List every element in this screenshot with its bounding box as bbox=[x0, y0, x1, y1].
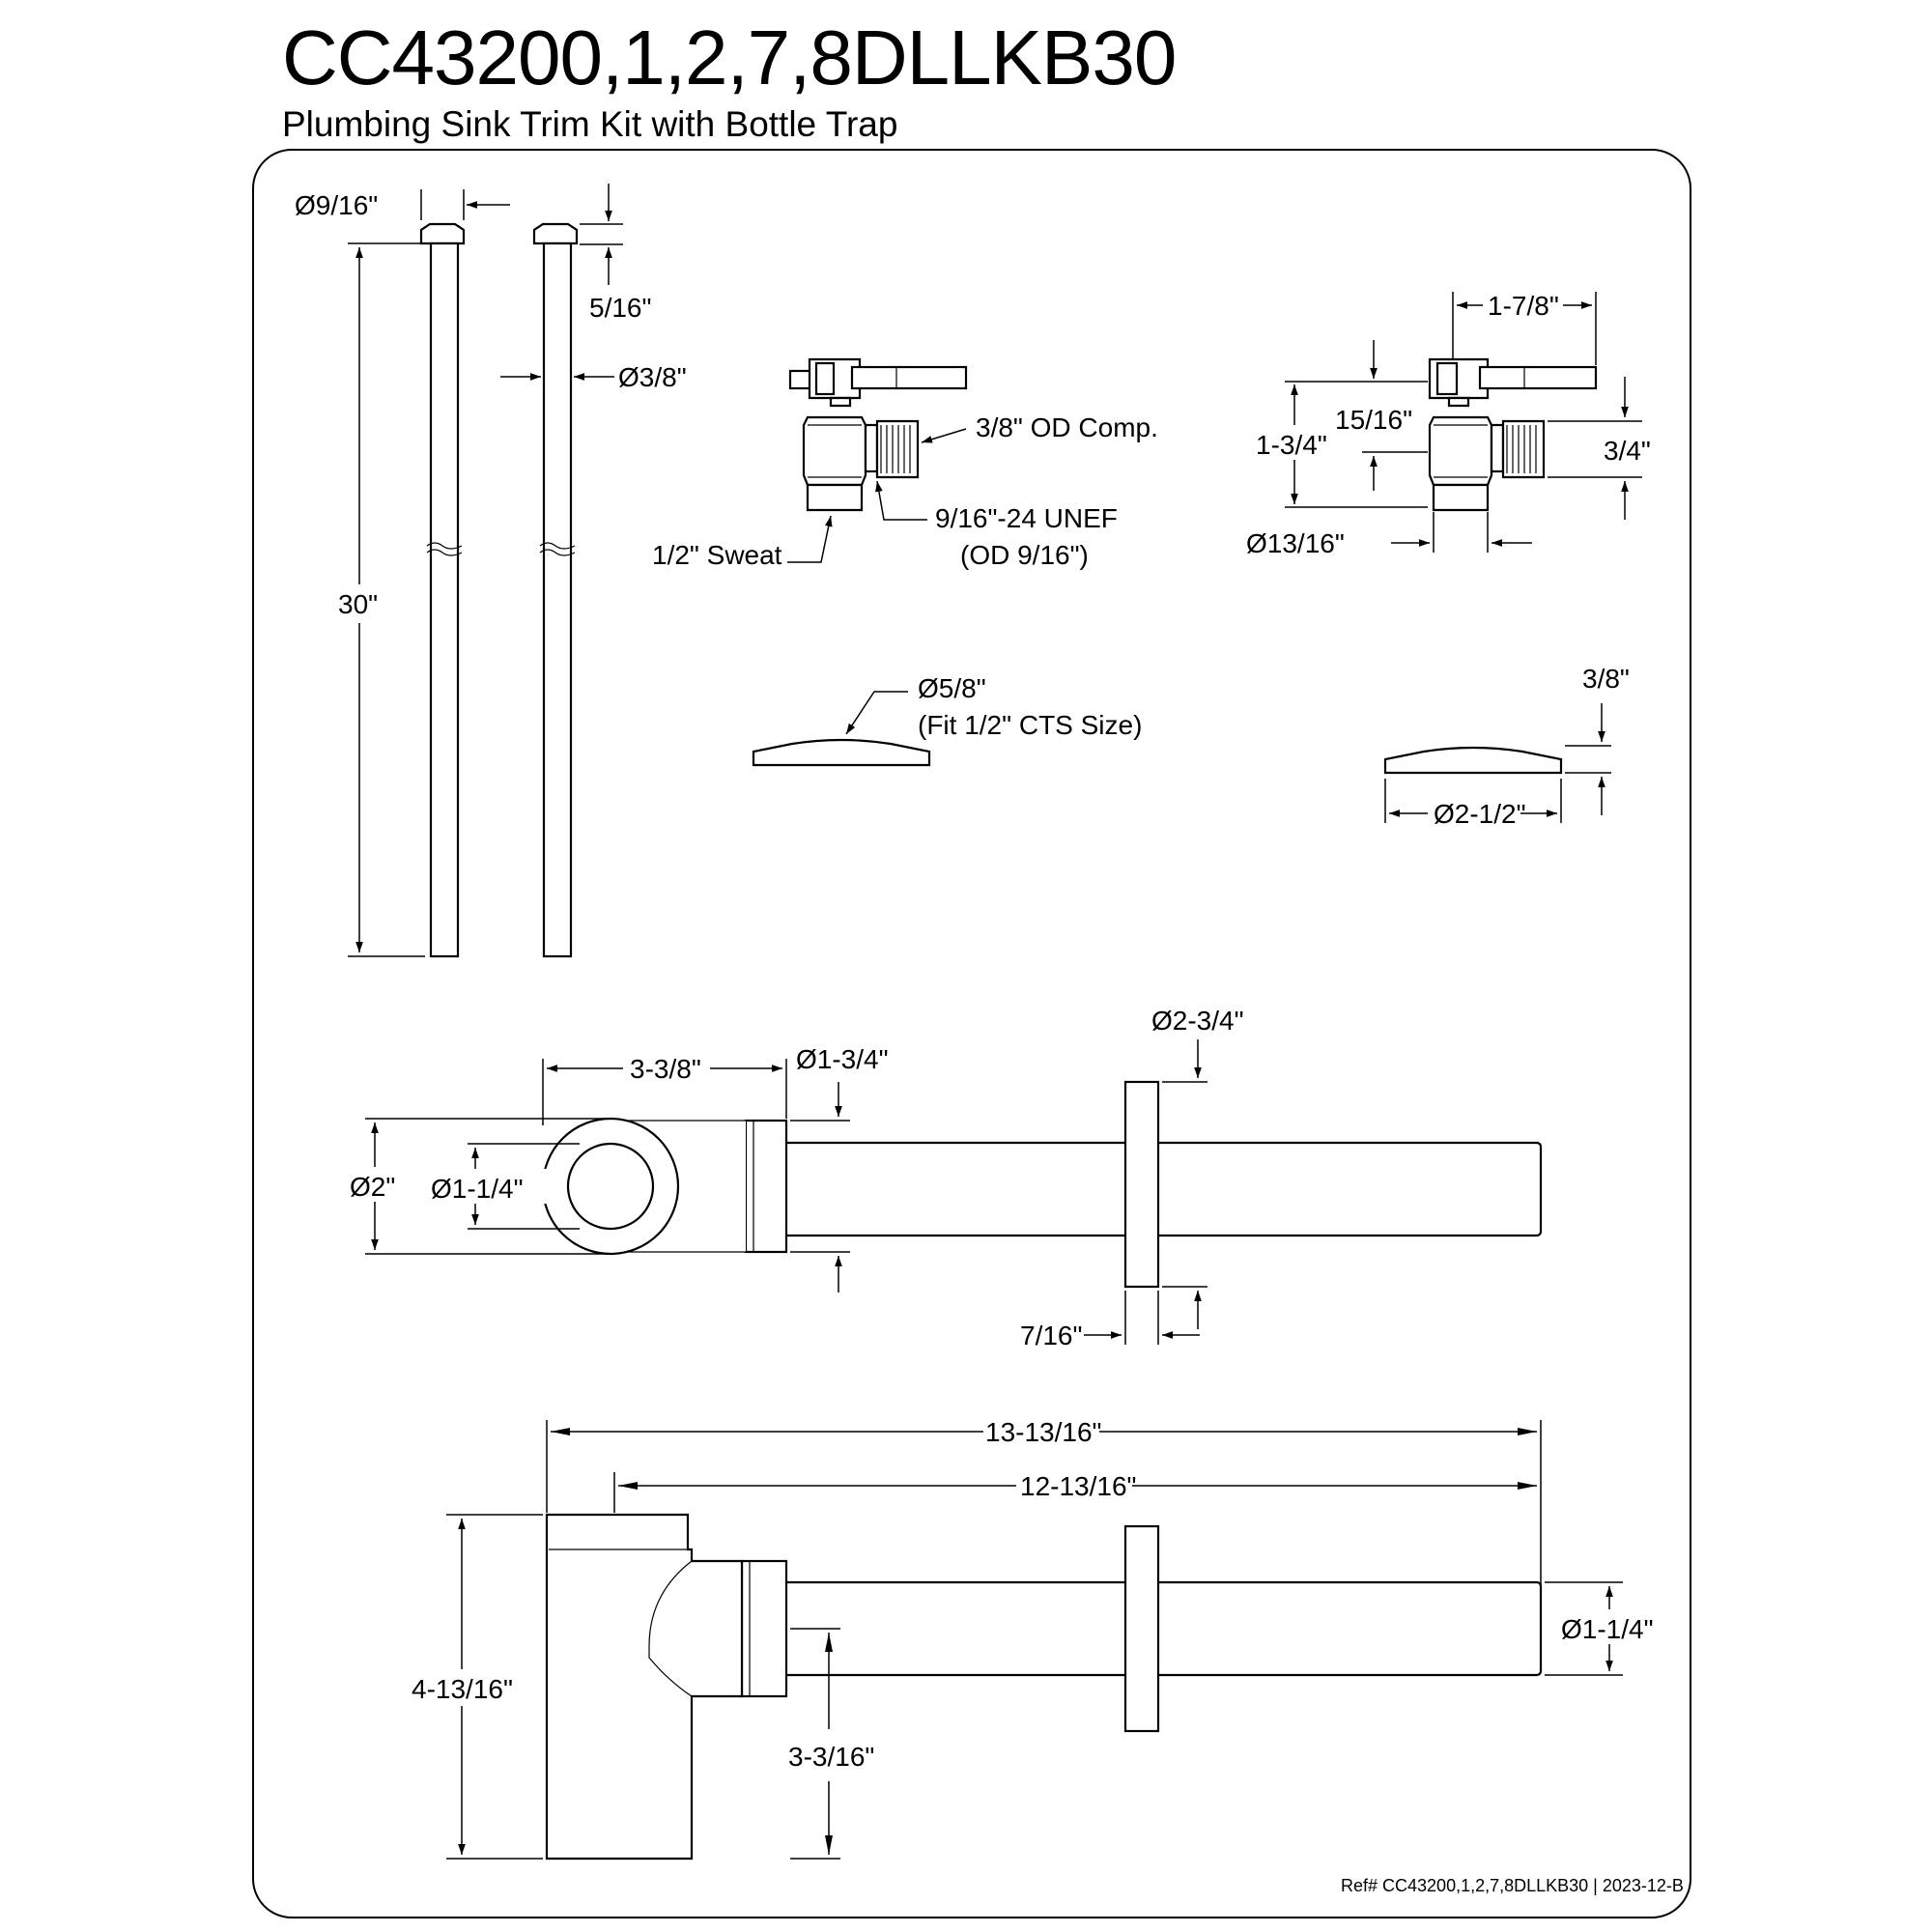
dim-tube-od: Ø9/16" bbox=[295, 190, 378, 220]
dim-trap-outlet-diameter: Ø1-1/4" bbox=[1561, 1614, 1654, 1644]
label-inlet: 1/2" Sweat bbox=[652, 540, 782, 570]
dim-trap-outlet-height: 3-3/16" bbox=[788, 1742, 874, 1772]
dim-stop-body-diameter: Ø13/16" bbox=[1246, 528, 1345, 558]
bottle-trap-side-view bbox=[545, 1513, 1543, 1861]
dim-trap-arm-length: 12-13/16" bbox=[1020, 1471, 1136, 1501]
angle-stop-front bbox=[788, 357, 968, 512]
dim-trap-overall-length: 13-13/16" bbox=[985, 1417, 1101, 1447]
bottle-trap-top-view bbox=[541, 1080, 1543, 1289]
dim-flange-diameter: Ø2-1/2" bbox=[1434, 799, 1526, 829]
reference-note: Ref# CC43200,1,2,7,8DLLKB30 | 2023-12-B bbox=[1341, 1876, 1684, 1895]
dim-stop-outlet-height: 3/4" bbox=[1604, 436, 1651, 466]
dim-trap-body-diameter: Ø2" bbox=[350, 1172, 395, 1202]
dim-cap-height: 5/16" bbox=[589, 293, 651, 323]
flange-left bbox=[752, 738, 931, 767]
label-flange-fit: (Fit 1/2" CTS Size) bbox=[918, 710, 1142, 740]
supply-tube-left bbox=[419, 222, 466, 958]
dim-trap-length: 3-3/8" bbox=[630, 1054, 701, 1084]
dim-stop-width: 1-7/8" bbox=[1488, 291, 1559, 321]
dim-stop-upper-height: 15/16" bbox=[1335, 405, 1412, 435]
label-flange-hole: Ø5/8" bbox=[918, 673, 986, 703]
dim-trap-height: 4-13/16" bbox=[412, 1674, 513, 1704]
dim-trap-flange-thickness: 7/16" bbox=[1020, 1321, 1082, 1350]
angle-stop-side bbox=[1428, 357, 1598, 512]
page-subtitle: Plumbing Sink Trim Kit with Bottle Trap bbox=[282, 104, 898, 144]
label-outlet: 3/8" OD Comp. bbox=[976, 412, 1158, 442]
supply-tube-right bbox=[532, 222, 579, 958]
dim-trap-nut-diameter: Ø1-3/4" bbox=[796, 1044, 889, 1074]
dim-tube-length: 30" bbox=[338, 589, 378, 619]
dim-trap-inner-diameter: Ø1-1/4" bbox=[431, 1174, 524, 1204]
label-thread-2: (OD 9/16") bbox=[960, 540, 1089, 570]
dim-trap-flange-diameter: Ø2-3/4" bbox=[1151, 1006, 1244, 1036]
dim-tube-diameter: Ø3/8" bbox=[618, 362, 687, 392]
dim-stop-total-height: 1-3/4" bbox=[1256, 430, 1327, 460]
label-thread-1: 9/16"-24 UNEF bbox=[935, 503, 1118, 533]
dim-flange-height: 3/8" bbox=[1582, 664, 1630, 694]
page-title: CC43200,1,2,7,8DLLKB30 bbox=[282, 14, 1177, 100]
drawing-frame bbox=[252, 149, 1691, 1918]
flange-right bbox=[1383, 746, 1563, 775]
